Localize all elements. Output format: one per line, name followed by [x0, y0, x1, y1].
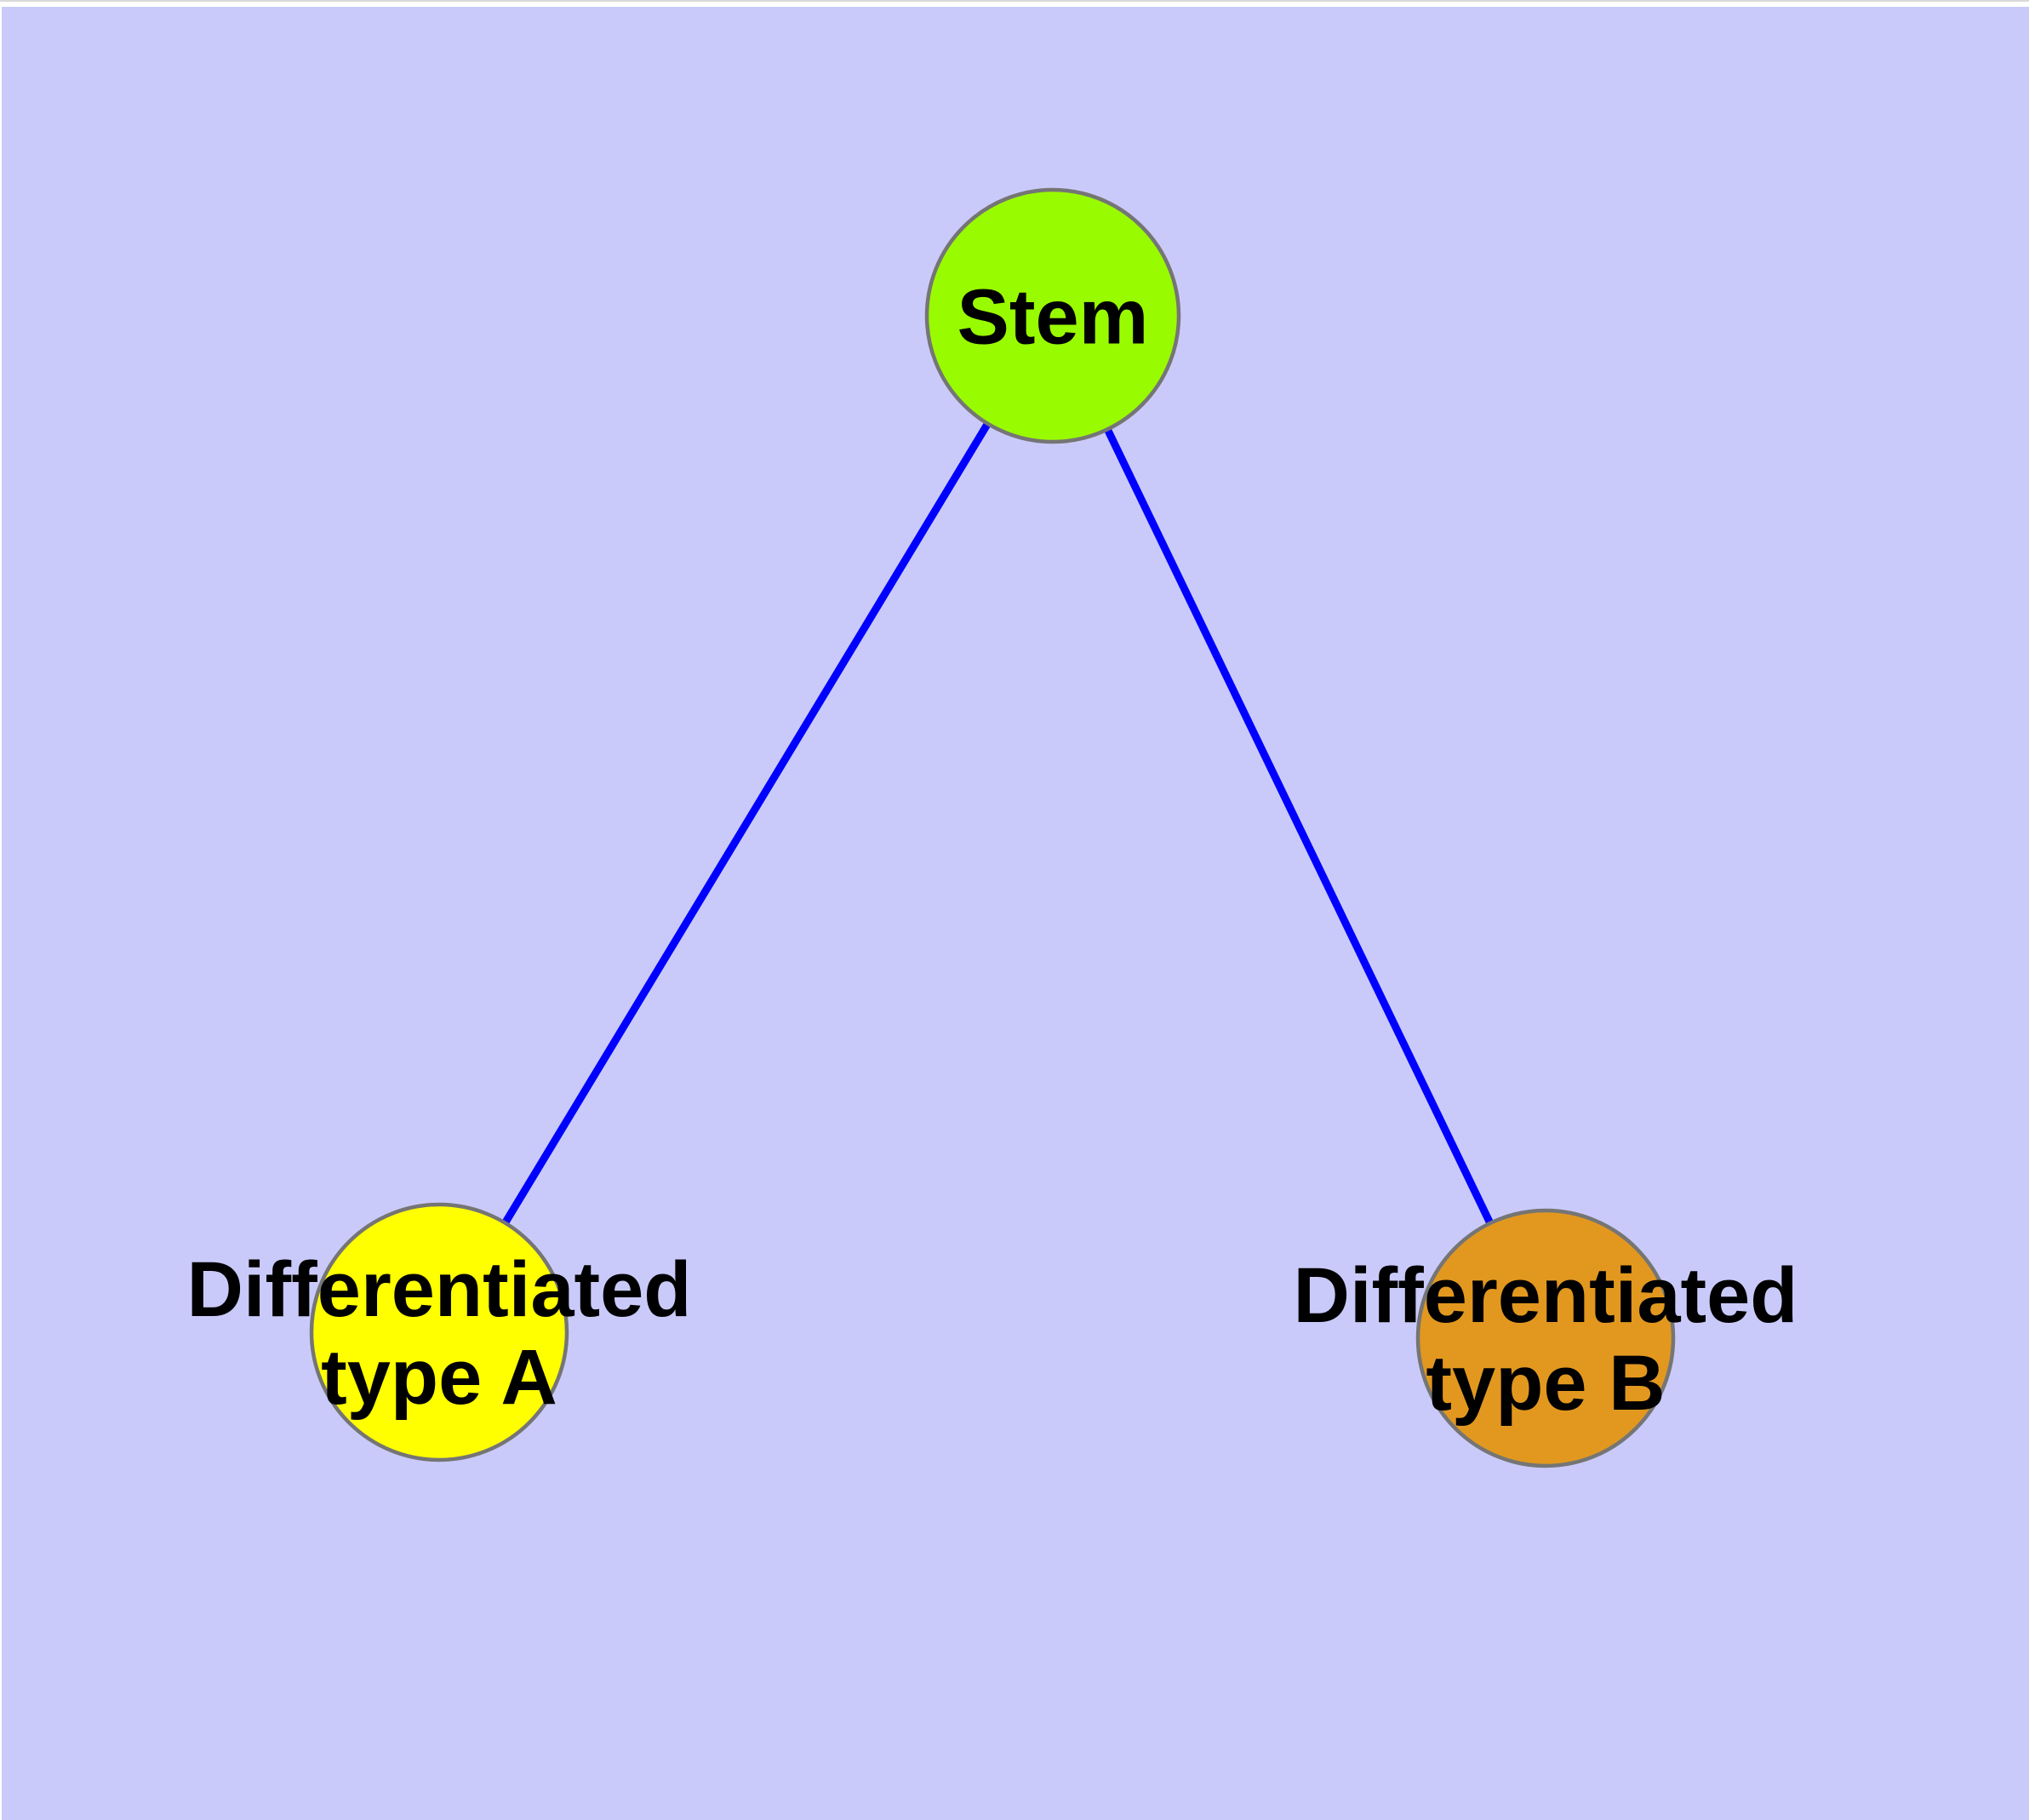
- node-type-b-circle: [1415, 1208, 1676, 1468]
- window-top-strip: [0, 0, 2029, 7]
- edge-stem-to-type-b: [1049, 314, 1550, 1340]
- node-stem-circle: [924, 187, 1181, 444]
- graph-canvas: [2, 7, 2029, 1820]
- edge-stem-to-type-a: [436, 313, 1056, 1335]
- node-type-a-circle: [309, 1202, 569, 1462]
